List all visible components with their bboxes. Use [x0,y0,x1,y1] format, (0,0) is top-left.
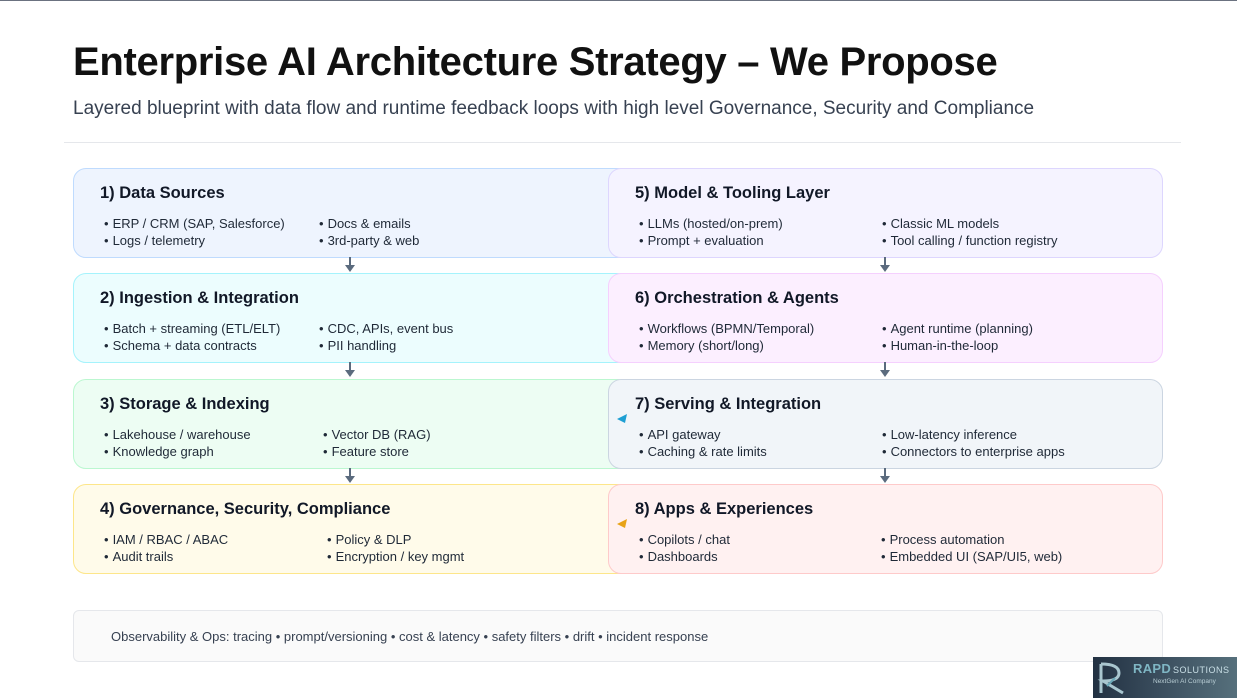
bullet-item: CDC, APIs, event bus [319,320,454,337]
layer-card-storage-indexing: 3) Storage & Indexing Lakehouse / wareho… [73,379,631,469]
down-arrow-icon [880,468,890,483]
layer-title: 3) Storage & Indexing [100,395,270,413]
bullet-list: Low-latency inference Connectors to ente… [882,426,1065,460]
bullet-item: Tool calling / function registry [882,232,1058,249]
down-arrow-icon [345,257,355,272]
bullet-item: Process automation [881,531,1062,548]
layer-title: 8) Apps & Experiences [635,500,814,518]
layer-title: 2) Ingestion & Integration [100,289,299,307]
bullet-item: Vector DB (RAG) [323,426,431,443]
bullet-item: Human-in-the-loop [882,337,1033,354]
bullet-list: Copilots / chat Dashboards [639,531,730,565]
layer-title: 7) Serving & Integration [635,395,822,413]
bullet-list: Docs & emails 3rd-party & web [319,215,420,249]
layer-title: 4) Governance, Security, Compliance [100,500,391,518]
bullet-item: Dashboards [639,548,730,565]
bullet-list: ERP / CRM (SAP, Salesforce) Logs / telem… [104,215,285,249]
bullet-list: Process automation Embedded UI (SAP/UI5,… [881,531,1063,565]
bullet-item: Agent runtime (planning) [882,320,1033,337]
page-title: Enterprise AI Architecture Strategy – We… [73,40,998,84]
bullet-item: Knowledge graph [104,443,251,460]
bullet-list: Vector DB (RAG) Feature store [323,426,431,460]
bullet-item: PII handling [319,337,453,354]
page-subtitle: Layered blueprint with data flow and run… [73,98,1035,119]
bullet-item: LLMs (hosted/on-prem) [639,215,783,232]
down-arrow-icon [345,468,355,483]
observability-bar: Observability & Ops: tracing • prompt/ve… [73,610,1163,662]
bullet-list: Policy & DLP Encryption / key mgmt [327,531,465,565]
top-border [0,0,1237,1]
bullet-item: Policy & DLP [327,531,464,548]
layer-title: 6) Orchestration & Agents [635,289,839,307]
bullet-item: Connectors to enterprise apps [882,443,1065,460]
bullet-item: Lakehouse / warehouse [104,426,251,443]
bullet-item: Classic ML models [882,215,1057,232]
bullet-item: API gateway [639,426,767,443]
layer-card-model-tooling: 5) Model & Tooling Layer LLMs (hosted/on… [608,168,1163,258]
feedback-arrowhead-icon [617,519,627,528]
bullet-list: Agent runtime (planning) Human-in-the-lo… [882,320,1033,354]
layer-card-apps-experiences: 8) Apps & Experiences Copilots / chat Da… [608,484,1163,574]
layer-card-ingestion-integration: 2) Ingestion & Integration Batch + strea… [73,273,631,363]
bullet-list: Batch + streaming (ETL/ELT) Schema + dat… [104,320,281,354]
bullet-list: Workflows (BPMN/Temporal) Memory (short/… [639,320,815,354]
header-divider [64,142,1181,143]
bullet-item: 3rd-party & web [319,232,420,249]
logo-tagline: NextGen AI Company [1153,678,1216,685]
layer-card-governance-security-compliance: 4) Governance, Security, Compliance IAM … [73,484,631,574]
bullet-item: Low-latency inference [882,426,1065,443]
bullet-item: Embedded UI (SAP/UI5, web) [881,548,1063,565]
bullet-item: Audit trails [104,548,228,565]
down-arrow-icon [880,257,890,272]
layer-title: 1) Data Sources [100,184,225,202]
bullet-list: IAM / RBAC / ABAC Audit trails [104,531,229,565]
layer-card-orchestration-agents: 6) Orchestration & Agents Workflows (BPM… [608,273,1163,363]
bullet-list: CDC, APIs, event bus PII handling [319,320,454,354]
down-arrow-icon [880,362,890,377]
feedback-arrowhead-icon [617,414,627,423]
bullet-item: ERP / CRM (SAP, Salesforce) [104,215,285,232]
bullet-list: API gateway Caching & rate limits [639,426,767,460]
bullet-item: Workflows (BPMN/Temporal) [639,320,815,337]
bullet-item: Feature store [323,443,431,460]
bullet-list: Lakehouse / warehouse Knowledge graph [104,426,251,460]
layer-card-serving-integration: 7) Serving & Integration API gateway Cac… [608,379,1163,469]
down-arrow-icon [345,362,355,377]
bullet-item: Memory (short/long) [639,337,814,354]
layer-title: 5) Model & Tooling Layer [635,184,830,202]
bullet-item: Batch + streaming (ETL/ELT) [104,320,281,337]
layer-card-data-sources: 1) Data Sources ERP / CRM (SAP, Salesfor… [73,168,631,258]
bullet-item: Logs / telemetry [104,232,285,249]
bullet-item: Docs & emails [319,215,419,232]
bullet-item: Prompt + evaluation [639,232,783,249]
bullet-item: IAM / RBAC / ABAC [104,531,229,548]
bullet-list: LLMs (hosted/on-prem) Prompt + evaluatio… [639,215,783,249]
bullet-item: Schema + data contracts [104,337,280,354]
bullet-item: Copilots / chat [639,531,730,548]
rapd-logo-icon [1097,662,1124,695]
bullet-item: Caching & rate limits [639,443,767,460]
bullet-item: Encryption / key mgmt [327,548,465,565]
observability-text: Observability & Ops: tracing • prompt/ve… [111,629,709,644]
bullet-list: Classic ML models Tool calling / functio… [882,215,1058,249]
